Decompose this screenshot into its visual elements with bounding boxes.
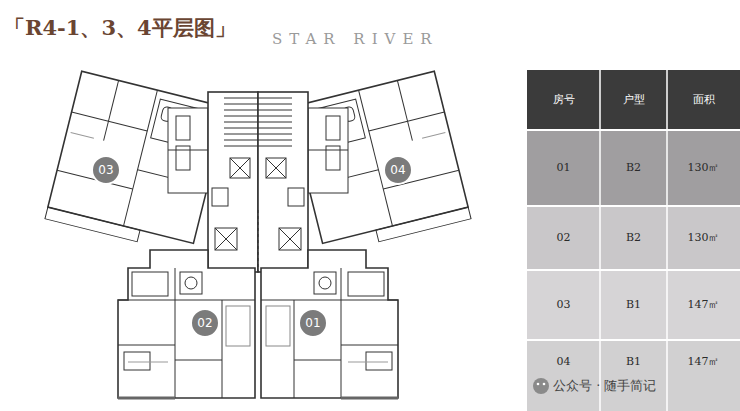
table-header: 房号 xyxy=(527,92,600,108)
watermark: 公众号 · 随手简记 xyxy=(553,377,656,395)
unit-marker: 03 xyxy=(91,155,121,185)
table-cell: 130㎡ xyxy=(667,160,740,176)
unit-marker: 02 xyxy=(190,308,220,338)
table-cell: 147㎡ xyxy=(667,354,740,370)
unit-table xyxy=(527,70,740,411)
table-header: 户型 xyxy=(600,92,667,108)
right-half-plan xyxy=(258,71,471,398)
table-cell: B2 xyxy=(600,230,667,246)
table-cell: B2 xyxy=(600,160,667,176)
table-cell: 03 xyxy=(527,297,600,313)
brand-name: STAR RIVER xyxy=(272,30,439,48)
unit-number: 03 xyxy=(98,163,113,177)
table-header: 面积 xyxy=(667,92,740,108)
table-cell: 130㎡ xyxy=(667,230,740,246)
table-cell: B1 xyxy=(600,297,667,313)
unit-marker: 04 xyxy=(383,155,413,185)
table-cell: 01 xyxy=(527,160,600,176)
table-cell: B1 xyxy=(600,354,667,370)
unit-number: 02 xyxy=(197,316,212,330)
left-half-plan xyxy=(45,71,258,398)
unit-marker: 01 xyxy=(298,308,328,338)
unit-number: 01 xyxy=(305,316,320,330)
page-title: 「R4-1、3、4平层图」 xyxy=(4,14,236,42)
table-cell: 04 xyxy=(527,354,600,370)
table-cell: 147㎡ xyxy=(667,297,740,313)
table-cell: 02 xyxy=(527,230,600,246)
wechat-icon xyxy=(533,378,549,394)
unit-number: 04 xyxy=(390,163,405,177)
